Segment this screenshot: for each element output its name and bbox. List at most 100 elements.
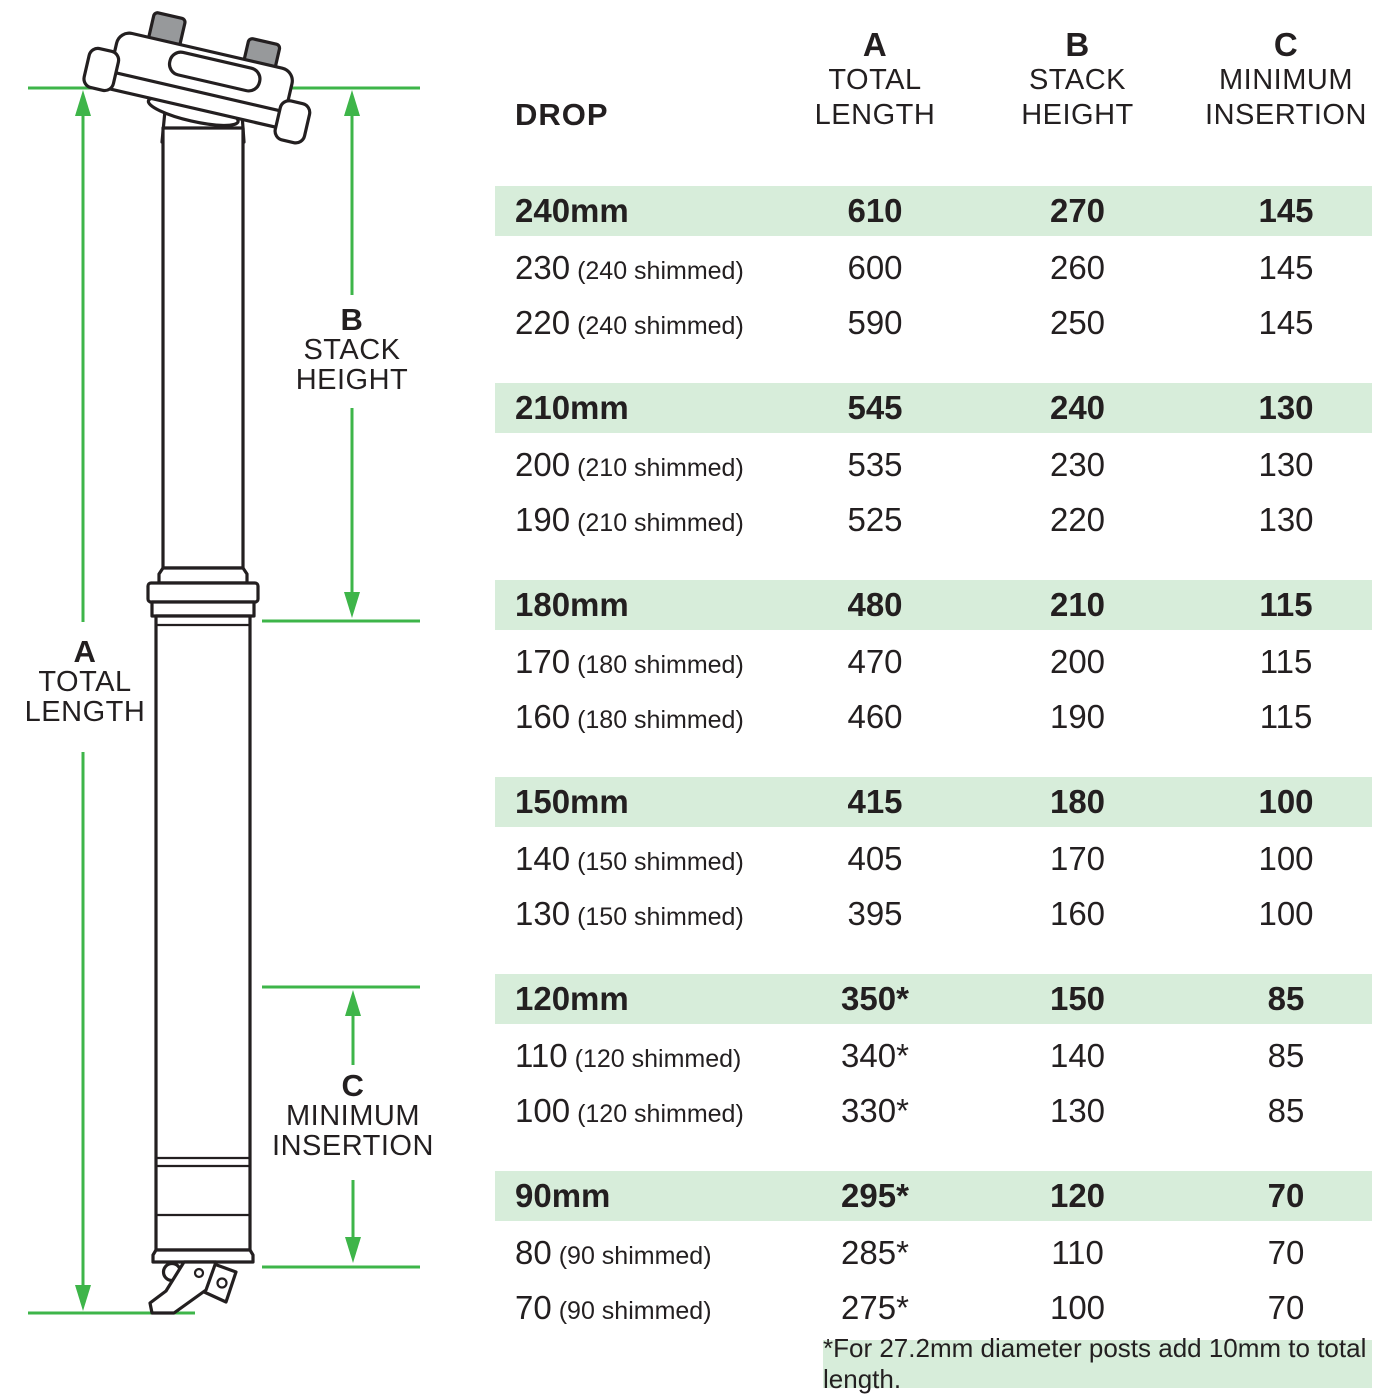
min-insertion-value: 100 [1258,783,1314,820]
total-length-value: 590 [847,303,903,341]
shim-note: (90 shimmed) [558,1296,712,1325]
drop-value: 160 [515,697,571,735]
stack-height-value: 170 [1049,839,1106,877]
min-insertion-value: 85 [1267,1091,1305,1129]
drop-value: 190 [515,500,571,538]
footnote: *For 27.2mm diameter posts add 10mm to t… [823,1333,1372,1394]
shim-note: (210 shimmed) [577,508,744,537]
dim-letter-b: B [340,302,364,337]
drop-value: 140 [515,839,571,877]
min-insertion-value: 145 [1258,192,1314,229]
seatpost-illustration [82,11,312,1315]
stack-height-value: 160 [1049,894,1106,932]
drop-value: 100 [515,1091,571,1129]
saddle-clamp-head [82,11,312,145]
shim-note: (180 shimmed) [577,650,744,679]
stack-height-value: 220 [1049,500,1106,538]
spec-group-90: 90mm 295* 120 70 80(90 shimmed) 285* 110… [495,1171,1372,1335]
spec-row: 80(90 shimmed) 285* 110 70 [495,1225,1372,1280]
upper-mast-tube [157,126,249,585]
group-header-row: 150mm 415 180 100 [495,777,1372,827]
stack-height-value: 100 [1049,1288,1106,1326]
min-insertion-arrow [262,985,420,1269]
min-insertion-value: 70 [1267,1177,1305,1214]
collar [146,581,260,618]
clamp-slot [167,50,262,93]
spec-table: DROP A TOTAL LENGTH B STACK HEIGHT C MIN… [495,26,1372,1394]
dim-letter-a: A [73,634,97,669]
arrowhead-down-icon [345,1237,361,1263]
spec-group-150: 150mm 415 180 100 140(150 shimmed) 405 1… [495,777,1372,941]
total-length-value: 470 [847,642,903,680]
total-length-value: 275* [841,1288,909,1326]
total-length-value: 600 [847,248,903,286]
spec-group-210: 210mm 545 240 130 200(210 shimmed) 535 2… [495,383,1372,547]
rail-clamp-right [273,99,312,145]
total-length-value: 525 [847,500,903,538]
min-insertion-label: C MINIMUM INSERTION [243,1070,463,1161]
stack-height-value: 200 [1049,642,1106,680]
column-header-stack-height: B STACK HEIGHT [1021,26,1134,132]
bottom-cap [151,1248,255,1264]
spec-row: 160(180 shimmed) 460 190 115 [495,689,1372,744]
table-header: DROP A TOTAL LENGTH B STACK HEIGHT C MIN… [495,26,1372,186]
shim-note: (90 shimmed) [558,1241,712,1270]
total-length-value: 610 [847,192,903,229]
column-header-total-length: A TOTAL LENGTH [814,26,936,132]
drop-value: 170 [515,642,571,680]
stack-height-value: 230 [1049,445,1106,483]
spec-row: 200(210 shimmed) 535 230 130 [495,437,1372,492]
drop-value: 80 [515,1233,552,1271]
spec-row: 140(150 shimmed) 405 170 100 [495,831,1372,886]
spec-row: 190(210 shimmed) 525 220 130 [495,492,1372,547]
min-insertion-value: 100 [1258,839,1314,877]
rail-clamp-left [82,46,121,93]
total-length-value: 405 [847,839,903,877]
total-length-value: 295* [841,1177,909,1214]
arrowhead-up-icon [345,990,361,1016]
shim-note: (210 shimmed) [577,453,744,482]
drop-value: 240mm [515,192,629,229]
arrowhead-up-icon [75,90,91,116]
shim-note: (150 shimmed) [577,847,744,876]
min-insertion-value: 130 [1258,445,1314,483]
column-header-min-insertion: C MINIMUM INSERTION [1205,26,1367,132]
spec-row: 170(180 shimmed) 470 200 115 [495,634,1372,689]
total-length-value: 350* [841,980,909,1017]
drop-value: 220 [515,303,571,341]
stack-height-value: 190 [1049,697,1106,735]
drop-value: 90mm [515,1177,611,1214]
column-header-drop: DROP [515,97,609,132]
drop-value: 110 [515,1036,568,1074]
stack-height-value: 110 [1051,1233,1104,1271]
stack-height-value: 120 [1049,1177,1106,1214]
stack-height-value: 240 [1049,389,1106,426]
stack-height-value: 250 [1049,303,1106,341]
stack-height-value: 130 [1049,1091,1106,1129]
stack-height-value: 210 [1049,586,1106,623]
shim-note: (240 shimmed) [577,256,744,285]
min-insertion-value: 130 [1258,389,1314,426]
drop-value: 180mm [515,586,629,623]
actuator-lever [148,1260,238,1315]
shim-note: (150 shimmed) [577,902,744,931]
min-insertion-value: 145 [1258,248,1314,286]
group-header-row: 120mm 350* 150 85 [495,974,1372,1024]
spec-group-120: 120mm 350* 150 85 110(120 shimmed) 340* … [495,974,1372,1138]
arrowhead-down-icon [75,1285,91,1311]
drop-value: 230 [515,248,571,286]
stack-height-value: 270 [1049,192,1106,229]
spec-row: 130(150 shimmed) 395 160 100 [495,886,1372,941]
total-length-value: 545 [847,389,903,426]
spec-row: 70(90 shimmed) 275* 100 70 [495,1280,1372,1335]
stack-height-value: 150 [1049,980,1106,1017]
stack-height-label: B STACK HEIGHT [262,304,442,395]
group-header-row: 240mm 610 270 145 [495,186,1372,236]
drop-value: 210mm [515,389,629,426]
stack-height-value: 260 [1049,248,1106,286]
outer-tube [151,614,255,1264]
shim-note: (240 shimmed) [577,311,744,340]
group-header-row: 180mm 480 210 115 [495,580,1372,630]
total-length-value: 330* [841,1091,909,1129]
